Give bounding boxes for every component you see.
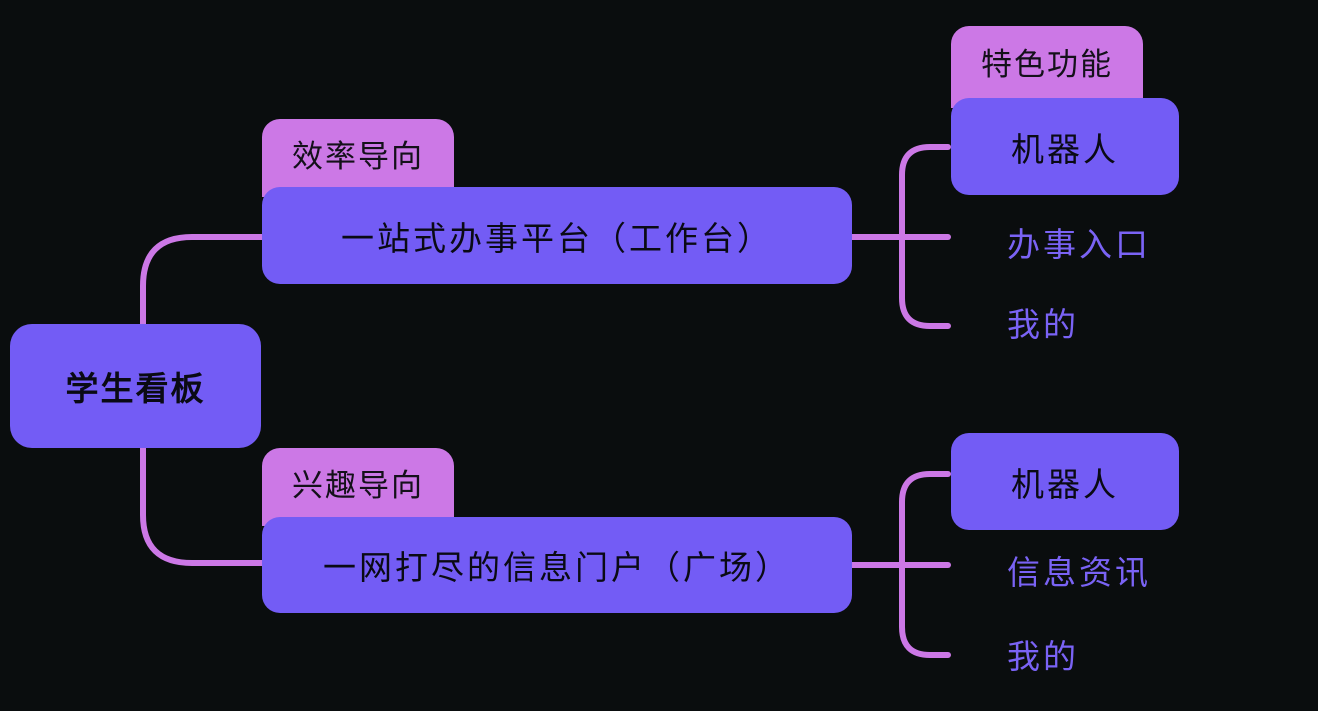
leaf-2-3-node[interactable]: 我的 (1007, 630, 1079, 678)
leaf-1-3-node[interactable]: 我的 (1007, 298, 1079, 346)
connector-branch-2-bracket (899, 471, 951, 658)
root-label: 学生看板 (65, 369, 206, 408)
leaf-2-1-node[interactable]: 机器人 (951, 433, 1179, 530)
leaf-1-1-label: 机器人 (1011, 129, 1119, 169)
connector-root-to-branch-2 (140, 445, 265, 566)
leaf-1-2-node[interactable]: 办事入口 (1007, 218, 1151, 266)
branch-2-tag-label: 兴趣导向 (292, 467, 424, 504)
leaf-1-2-label: 办事入口 (1007, 225, 1151, 264)
leaf-2-2-node[interactable]: 信息资讯 (1007, 546, 1151, 594)
connector-branch-1-bracket (899, 144, 951, 329)
branch-1-node[interactable]: 一站式办事平台（工作台） (262, 187, 852, 284)
root-node[interactable]: 学生看板 (10, 324, 261, 448)
leaf-2-1-label: 机器人 (1011, 464, 1119, 504)
leaf-1-3-label: 我的 (1007, 305, 1079, 344)
leaf-2-3-label: 我的 (1007, 637, 1079, 676)
branch-1-label: 一站式办事平台（工作台） (341, 218, 773, 258)
leaf-1-1-node[interactable]: 机器人 (951, 98, 1179, 195)
leaf-2-2-label: 信息资讯 (1007, 553, 1151, 592)
branch-1-tag: 效率导向 (262, 119, 454, 197)
branch-2-node[interactable]: 一网打尽的信息门户（广场） (262, 517, 852, 613)
connector-root-to-branch-1 (140, 234, 265, 327)
leaf-1-1-tag: 特色功能 (951, 26, 1143, 108)
branch-1-tag-label: 效率导向 (292, 138, 424, 175)
branch-2-tag: 兴趣导向 (262, 448, 454, 526)
branch-2-label: 一网打尽的信息门户（广场） (323, 548, 791, 587)
leaf-1-1-tag-label: 特色功能 (981, 46, 1113, 83)
